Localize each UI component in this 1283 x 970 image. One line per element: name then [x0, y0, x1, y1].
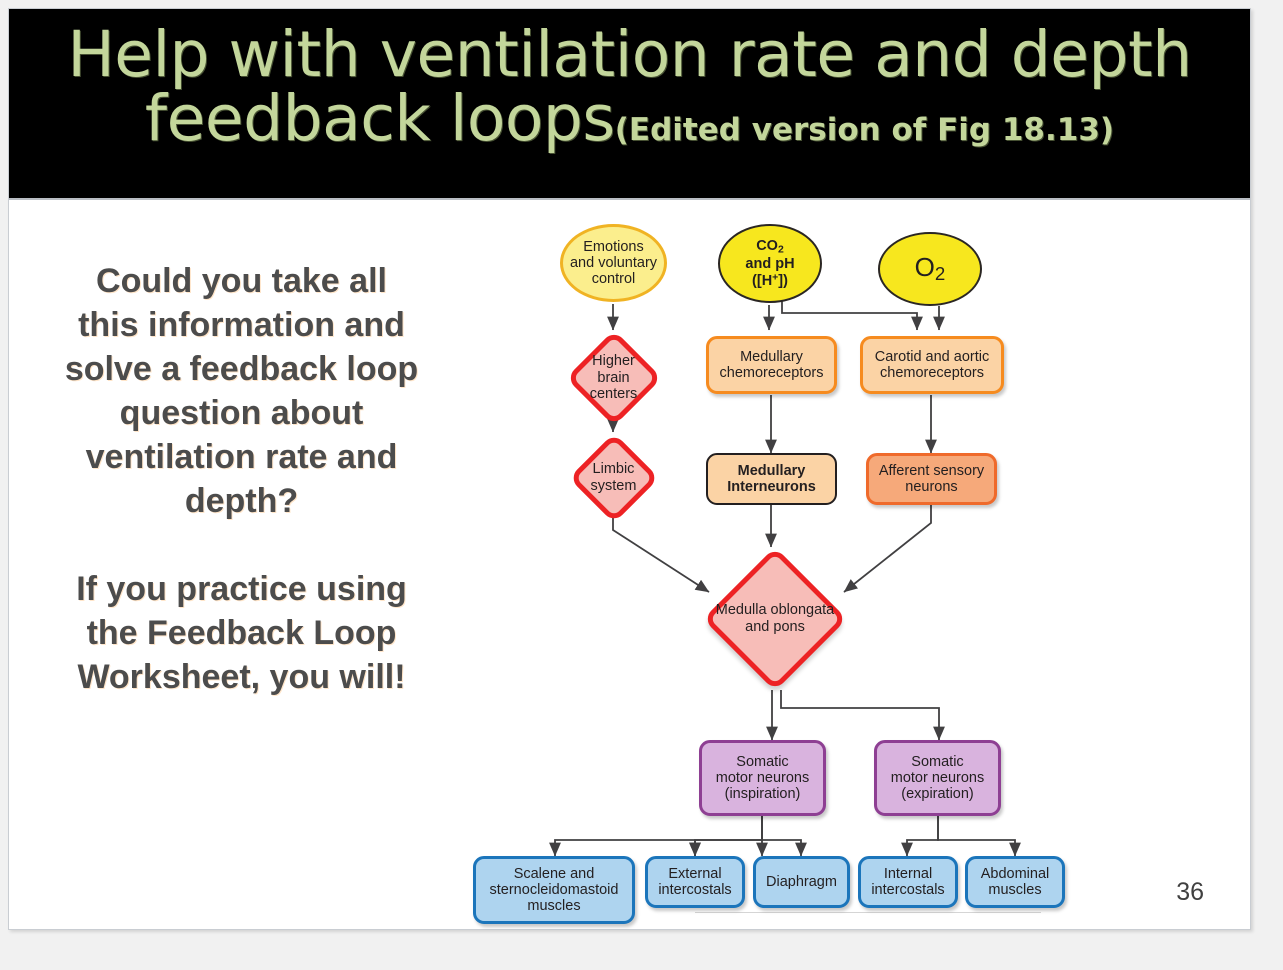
node-o2[interactable]: O2	[878, 232, 982, 306]
slide-page-number: 36	[1176, 878, 1204, 906]
left-paragraph-1: Could you take all this information and …	[64, 262, 419, 520]
title-subtitle: (Edited version of Fig 18.13)	[614, 112, 1115, 149]
higher-brain-label: Higher brain centers	[589, 352, 638, 403]
node-emotions-line2: and voluntary	[569, 254, 658, 271]
node-emotions[interactable]: Emotions and voluntary control	[560, 224, 667, 302]
left-text-block: Could you take all this information and …	[64, 259, 419, 699]
title-line-1: Help with ventilation rate and depth	[67, 18, 1192, 91]
node-carotid-aortic-chemoreceptors[interactable]: Carotid and aortic chemoreceptors	[860, 336, 1004, 394]
node-emotions-line1: Emotions	[583, 238, 644, 255]
node-somatic-motor-neurons-expiration[interactable]: Somatic motor neurons (expiration)	[874, 740, 1001, 816]
node-internal-intercostals[interactable]: Internal intercostals	[858, 856, 958, 908]
node-co2-line3: ([H+])	[752, 272, 788, 289]
node-co2-line2: and pH	[745, 256, 795, 273]
left-paragraph-2: If you practice using the Feedback Loop …	[76, 570, 407, 696]
figure-footer-rule	[695, 912, 1041, 913]
node-afferent-sensory-neurons[interactable]: Afferent sensory neurons	[866, 453, 997, 505]
slide-title-band: Help with ventilation rate and depth fee…	[9, 9, 1250, 200]
title-line-2: feedback loops	[144, 82, 615, 156]
feedback-loop-diagram: Emotions and voluntary control CO2 and p…	[9, 200, 1250, 929]
node-external-intercostals[interactable]: External intercostals	[645, 856, 745, 908]
slide-canvas: Help with ventilation rate and depth fee…	[8, 8, 1251, 930]
node-medullary-chemoreceptors[interactable]: Medullary chemoreceptors	[706, 336, 837, 394]
node-o2-label: O2	[914, 251, 946, 285]
limbic-label: Limbic system	[590, 461, 637, 494]
node-scalene-sternocleidomastoid-muscles[interactable]: Scalene and sternocleidomastoid muscles	[473, 856, 635, 924]
diagram-connectors	[549, 300, 1021, 857]
node-co2-ph[interactable]: CO2 and pH ([H+])	[718, 224, 822, 303]
page-title: Help with ventilation rate and depth fee…	[9, 22, 1250, 156]
node-emotions-line3: control	[591, 271, 636, 288]
node-somatic-motor-neurons-inspiration[interactable]: Somatic motor neurons (inspiration)	[699, 740, 826, 816]
node-medullary-interneurons[interactable]: Medullary Interneurons	[706, 453, 837, 505]
node-limbic-system[interactable]: Limbic system	[566, 432, 661, 524]
node-higher-brain-centers[interactable]: Higher brain centers	[565, 329, 662, 427]
medulla-label: Medulla oblongata and pons	[715, 602, 835, 635]
node-co2-label: CO2	[756, 238, 784, 256]
node-medulla-oblongata-pons[interactable]: Medulla oblongata and pons	[692, 546, 858, 692]
node-diaphragm[interactable]: Diaphragm	[753, 856, 850, 908]
node-abdominal-muscles[interactable]: Abdominal muscles	[965, 856, 1065, 908]
